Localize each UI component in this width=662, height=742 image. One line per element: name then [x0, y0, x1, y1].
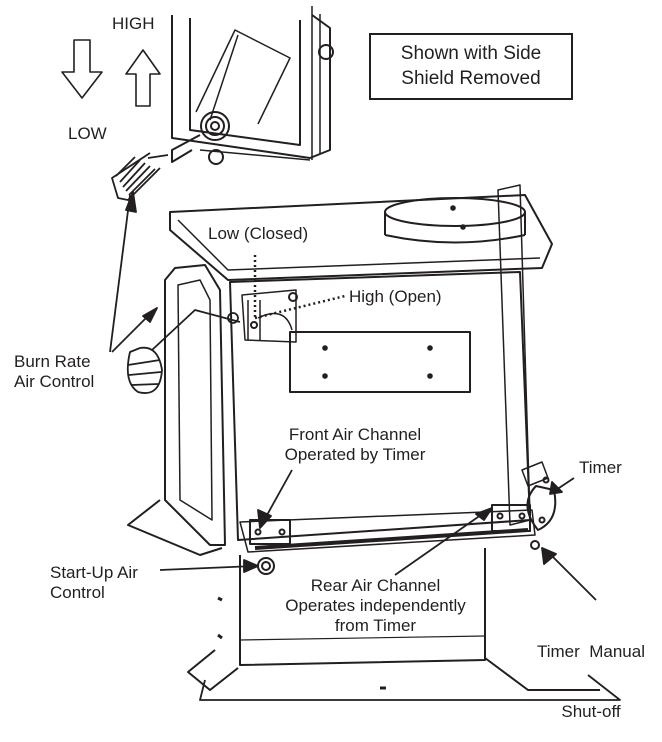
pedestal [239, 548, 486, 666]
burn-rate-line-2: Air Control [14, 372, 95, 391]
floor-plate [199, 674, 621, 701]
rear-air-channel-label: Rear Air Channel Operates independently … [268, 576, 483, 636]
rear-air-line-2: Operates independently [285, 596, 466, 615]
timer-label: Timer [579, 458, 622, 477]
inset-knob-bottom [208, 149, 224, 165]
stove-illustration [61, 6, 621, 701]
flue-collar [384, 197, 526, 227]
high-open-line [254, 294, 346, 320]
burn-rate-handle [126, 309, 241, 394]
timer-manual-shutoff-label: Timer Manual Shut-off [530, 602, 652, 742]
front-air-line-1: Front Air Channel [288, 425, 422, 444]
inset-detail [61, 6, 334, 201]
stove-diagram: Shown with Side Shield Removed HIGH LOW … [14, 6, 645, 721]
startup-line-1: Start-Up Air [50, 563, 138, 582]
callout-line-1: Shown with Side [400, 43, 542, 64]
inset-knob-top [318, 44, 334, 60]
inset-high-label: HIGH [112, 14, 155, 33]
stove-body [127, 184, 621, 701]
side-shield-callout: Shown with Side Shield Removed [369, 33, 573, 100]
door-frame [164, 264, 226, 546]
damper-sector [195, 29, 291, 125]
burn-rate-line-1: Burn Rate [14, 352, 91, 371]
startup-air-knob [257, 557, 275, 575]
leader-lines [109, 191, 597, 601]
high-open-label: High (Open) [349, 287, 442, 306]
baffle-box [289, 331, 471, 393]
front-air-bracket [249, 519, 291, 545]
start-up-air-control-label: Start-Up Air Control [50, 563, 138, 603]
inset-low-label: LOW [68, 124, 107, 143]
low-closed-label: Low (Closed) [208, 224, 309, 243]
front-air-line-2: Operated by Timer [284, 445, 426, 464]
callout-line-2: Shield Removed [401, 68, 541, 89]
arrow-down-low-icon [61, 39, 103, 99]
timer-shutoff-line-2: Shut-off [561, 702, 621, 721]
rear-air-line-3: from Timer [334, 616, 417, 635]
timer-shutoff-knob [530, 540, 540, 550]
inset-pivot [200, 111, 230, 141]
front-air-channel-label: Front Air Channel Operated by Timer [265, 425, 445, 465]
timer-shutoff-line-1: Timer Manual [536, 642, 645, 661]
inset-spring-handle [111, 152, 169, 201]
burn-rate-air-control-label: Burn Rate Air Control [14, 352, 94, 392]
timer-body [526, 485, 557, 531]
rear-air-line-1: Rear Air Channel [310, 576, 441, 595]
arrow-up-high-icon [125, 49, 161, 107]
startup-line-2: Control [50, 583, 105, 602]
